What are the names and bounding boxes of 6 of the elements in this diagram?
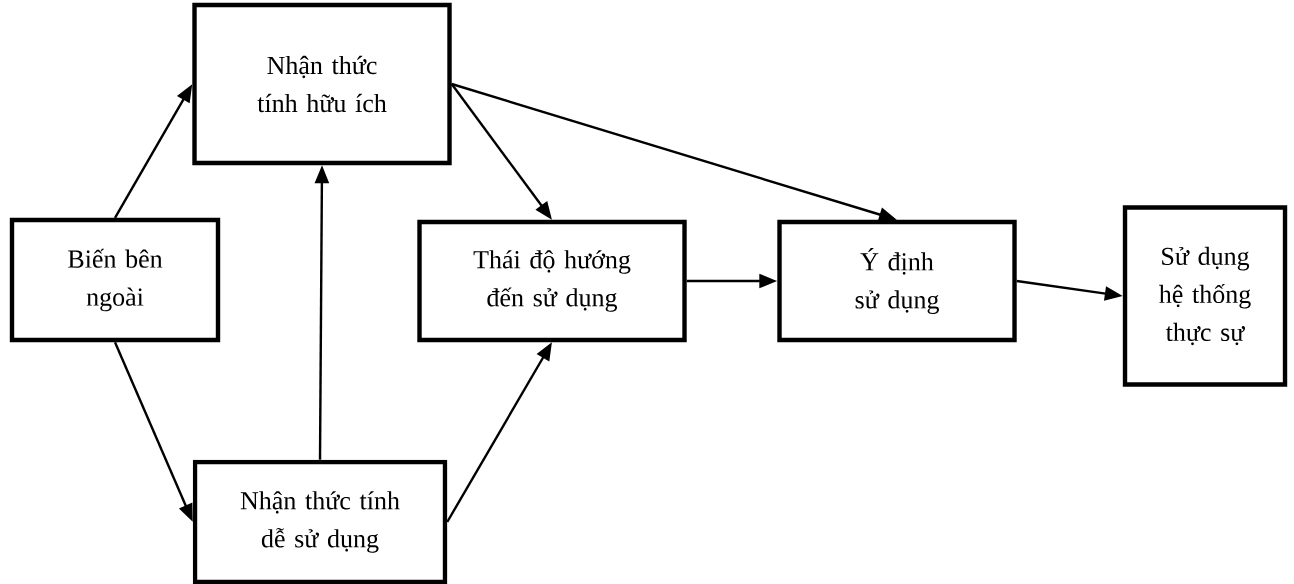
concept-box: Sử dụng hệ thống thực sự	[1122, 205, 1288, 387]
concept-box: Biến bên ngoài	[9, 217, 221, 343]
concept-box: Ý định sử dụng	[777, 219, 1017, 343]
concept-box: Nhận thức tính hữu ích	[192, 2, 452, 166]
concept-box: Nhận thức tính dễ sử dụng	[192, 459, 448, 584]
concept-box: Thái độ hướng đến sử dụng	[417, 219, 687, 343]
